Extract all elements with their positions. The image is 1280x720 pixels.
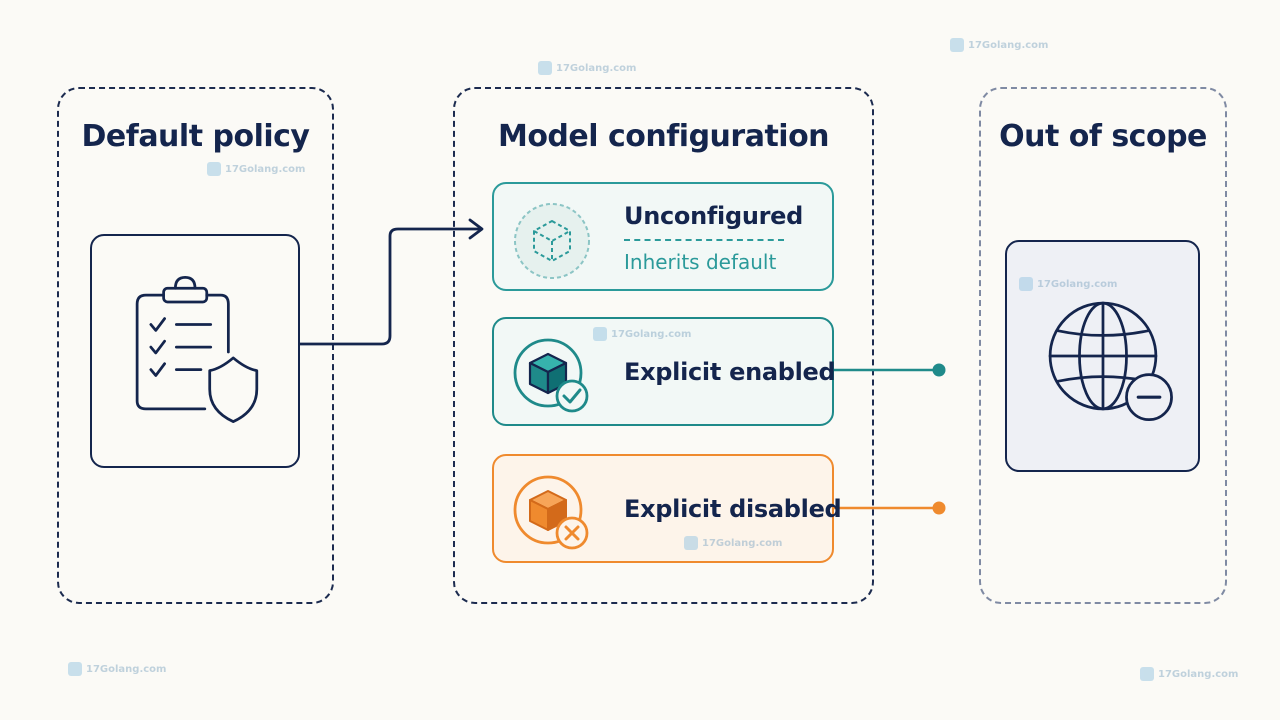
unconfigured-label: Unconfigured xyxy=(624,202,804,230)
out-of-scope-title: Out of scope xyxy=(999,119,1207,154)
arrowhead xyxy=(468,218,484,240)
unconfigured-divider xyxy=(624,239,784,241)
default-policy-panel: Default policy xyxy=(57,87,334,604)
disabled-label: Explicit disabled xyxy=(624,495,842,523)
cube-check-icon xyxy=(513,338,589,413)
dashed-cube-icon xyxy=(514,203,590,279)
disabled-connector-dot xyxy=(932,501,946,515)
enabled-label: Explicit enabled xyxy=(624,358,836,386)
cube-x-icon xyxy=(513,475,589,550)
model-configuration-title: Model configuration xyxy=(497,119,830,154)
model-configuration-panel: Model configuration xyxy=(453,87,874,604)
clipboard-shield-icon xyxy=(135,276,259,424)
globe-minus-icon xyxy=(1048,301,1173,422)
default-policy-card xyxy=(90,234,300,468)
disabled-state-card: Explicit disabled xyxy=(492,454,842,563)
out-of-scope-card xyxy=(1005,240,1200,472)
enabled-state-card: Explicit enabled xyxy=(492,317,836,426)
default-to-model-arrow xyxy=(300,227,480,346)
unconfigured-state-card: Unconfigured Inherits default xyxy=(492,182,834,291)
unconfigured-sublabel: Inherits default xyxy=(624,250,777,274)
default-policy-title: Default policy xyxy=(81,119,310,154)
enabled-connector-dot xyxy=(932,363,946,377)
out-of-scope-panel: Out of scope xyxy=(979,87,1227,604)
